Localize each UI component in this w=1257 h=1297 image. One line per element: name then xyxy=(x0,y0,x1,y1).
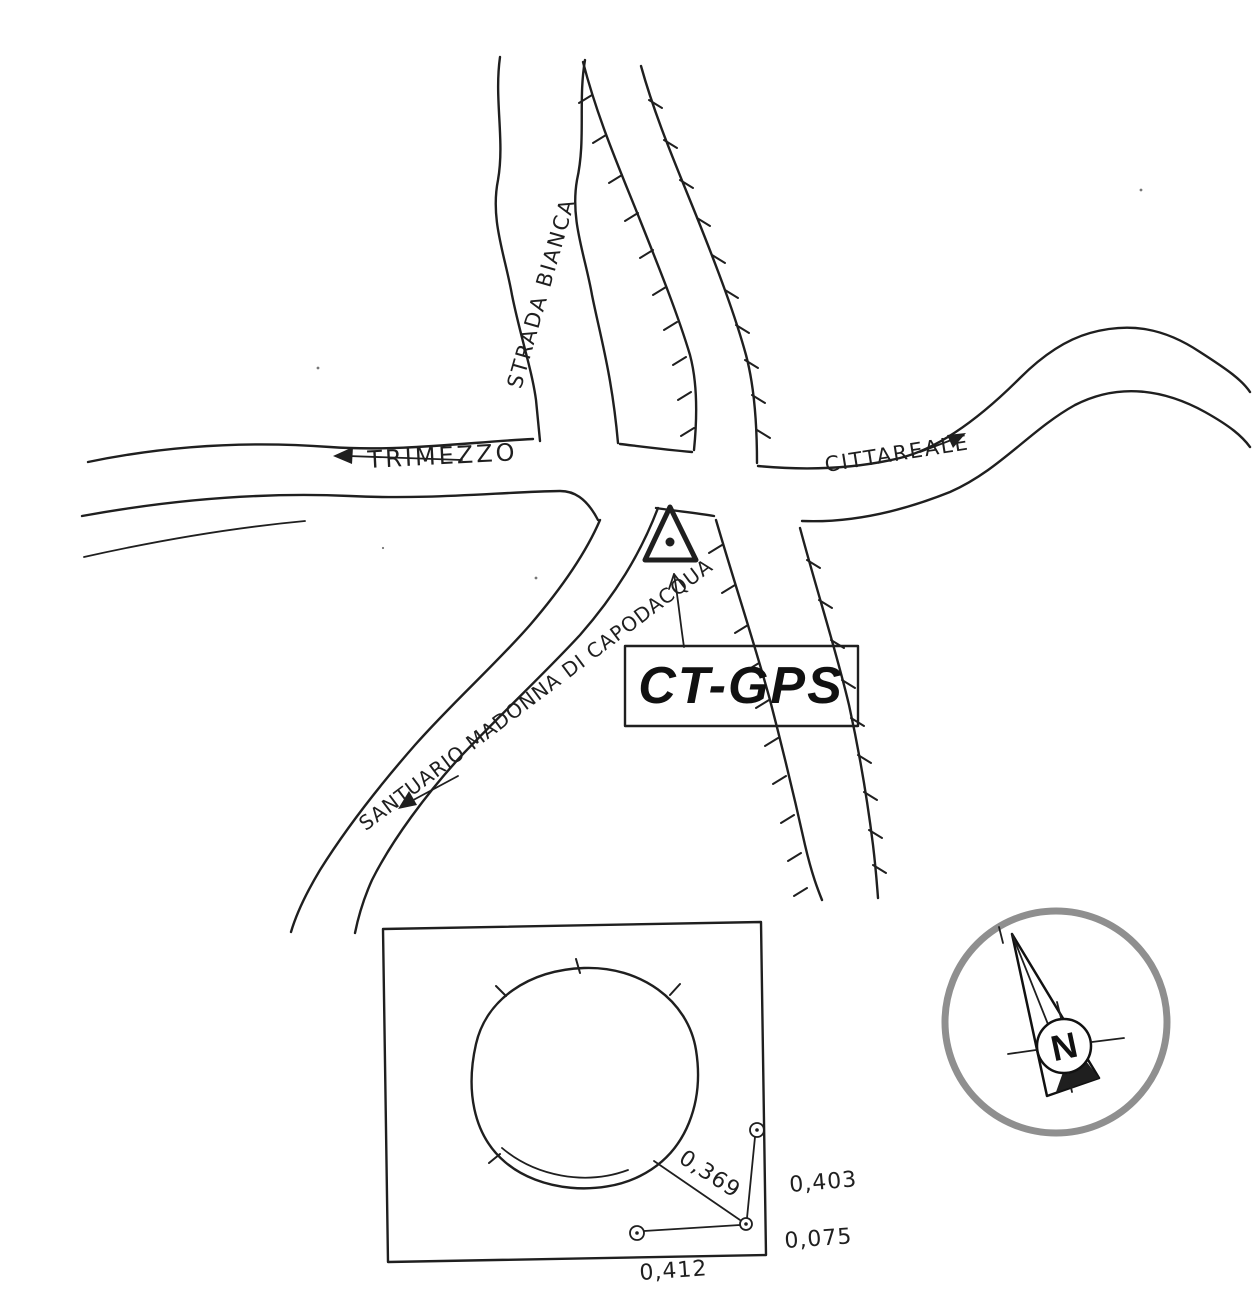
compass-rose: N xyxy=(941,907,1171,1137)
speck-dot xyxy=(316,366,320,370)
measurement-horizontal: 0,412 xyxy=(639,1256,709,1286)
inset-ref-point-a-dot xyxy=(755,1128,759,1132)
track-upper-left-edge xyxy=(581,60,698,452)
trimezzo-arrow-shaft xyxy=(347,455,463,461)
compass-ring xyxy=(941,907,1171,1137)
inset-measure-line-diagonal xyxy=(653,1160,741,1221)
survey-marker xyxy=(642,504,699,563)
compass-cross-ticks xyxy=(1007,1001,1125,1093)
santuario-lower-edge xyxy=(353,506,660,935)
road-label-trimezzo: TRIMEZZO xyxy=(366,438,518,474)
compass-apex-dash xyxy=(998,926,1004,944)
road-main-bottom-west-edge xyxy=(80,489,600,522)
road-main-top-east-edge xyxy=(756,326,1252,470)
road-strada-bianca xyxy=(494,55,620,445)
road-main-bottom-east-edge xyxy=(800,389,1252,523)
compass-hub-circle xyxy=(1035,1017,1093,1075)
inset-circle-ticks xyxy=(488,958,681,1164)
road-main-extra-edge xyxy=(83,520,306,558)
inset-ref-point-b-dot xyxy=(744,1222,748,1226)
santuario-arrow-head xyxy=(398,791,417,809)
measurement-vertical: 0,403 xyxy=(788,1167,858,1198)
track-upper-right-edge xyxy=(639,64,759,465)
detail-inset: 0,369 0,403 0,075 0,412 xyxy=(381,920,858,1286)
survey-point-dot xyxy=(665,537,675,547)
inset-ref-point-c-dot xyxy=(635,1231,639,1235)
cittareale-arrow-shaft xyxy=(919,438,955,453)
station-label-box xyxy=(623,644,860,728)
strada-bianca-left-edge xyxy=(494,55,542,443)
cittareale-arrow-head xyxy=(947,433,966,448)
inset-measure-line-horizontal xyxy=(643,1224,741,1232)
station-label-group: CT-GPS xyxy=(623,573,860,728)
road-santuario xyxy=(289,506,660,935)
measurement-corner: 0,075 xyxy=(784,1224,854,1254)
road-main-top-mid-edge xyxy=(618,442,694,454)
inset-ref-point-c xyxy=(629,1225,645,1241)
station-label: CT-GPS xyxy=(638,657,844,715)
speck-dot xyxy=(381,546,385,550)
inset-manhole-inner-arc xyxy=(501,1147,629,1179)
inset-ref-point-a xyxy=(749,1122,765,1138)
station-pointer-head xyxy=(668,573,685,590)
road-main xyxy=(80,326,1252,558)
road-main-top-west-edge xyxy=(86,437,535,464)
santuario-upper-edge xyxy=(289,518,602,934)
direction-arrows xyxy=(333,433,966,464)
inset-measure-line-vertical xyxy=(746,1136,756,1219)
strada-bianca-right-edge xyxy=(573,58,620,445)
station-pointer-shaft xyxy=(673,573,685,648)
paper-specks xyxy=(316,188,1143,580)
road-label-strada-bianca: STRADA BIANCA xyxy=(503,195,580,391)
inset-manhole-circle xyxy=(470,966,700,1190)
road-main-bottom-mid-edge xyxy=(654,506,716,518)
road-label-cittareale: CITTAREALE xyxy=(823,430,971,477)
inset-ref-point-b xyxy=(739,1217,753,1231)
inset-frame xyxy=(381,920,768,1264)
track-lower-left-edge xyxy=(714,518,824,902)
track-lower-right-edge xyxy=(798,526,880,900)
track-hatched xyxy=(578,60,887,902)
trimezzo-arrow-head xyxy=(333,447,353,464)
survey-triangle xyxy=(642,504,699,563)
speck-dot xyxy=(534,576,538,580)
measurement-diagonal: 0,369 xyxy=(674,1146,745,1204)
speck-dot xyxy=(1139,188,1143,192)
track-hatch-ticks xyxy=(578,94,887,897)
